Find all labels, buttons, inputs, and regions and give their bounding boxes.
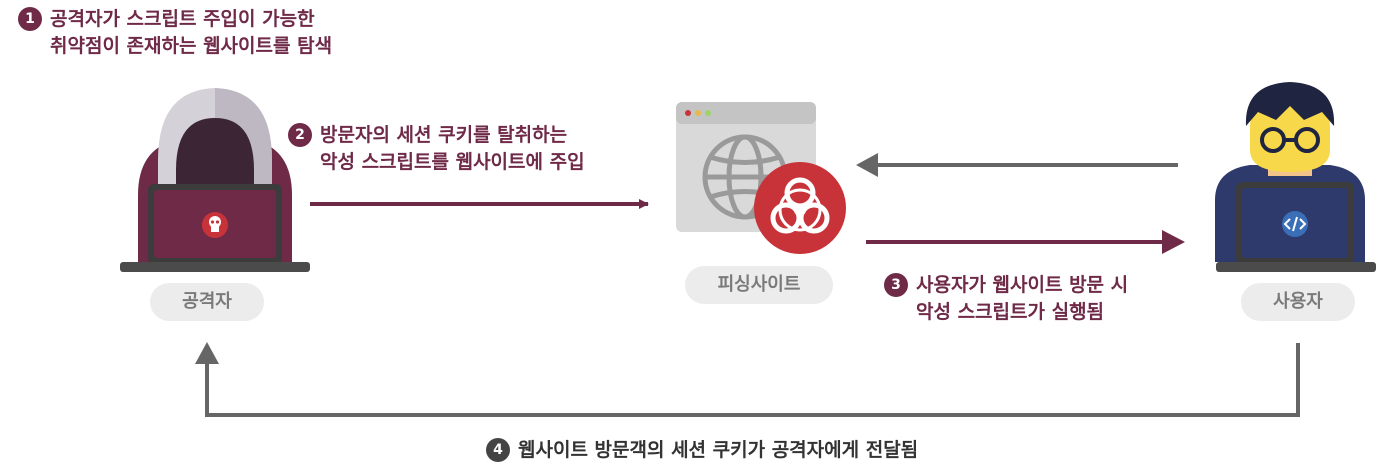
step-3-line-2: 악성 스크립트가 실행됨 [916,301,1105,323]
user-icon [1215,82,1376,272]
step-3-number: 3 [884,273,908,297]
step-1-number: 1 [18,7,42,31]
step-3-line-1: 사용자가 웹사이트 방문 시 [916,274,1129,296]
step-2-line-1: 방문자의 세션 쿠키를 탈취하는 [320,124,568,146]
phishing-site-label: 피싱사이트 [685,266,833,304]
step-1-line-2: 취약점이 존재하는 웹사이트를 탐색 [50,35,333,57]
step-4-number: 4 [486,438,510,462]
attacker-label: 공격자 [150,283,264,321]
user-label: 사용자 [1241,283,1355,321]
step-1: 1 공격자가 스크립트 주입이 가능한 취약점이 존재하는 웹사이트를 탐색 [18,6,332,60]
step-2: 2 방문자의 세션 쿠키를 탈취하는 악성 스크립트를 웹사이트에 주입 [288,122,585,176]
step-3: 3 사용자가 웹사이트 방문 시 악성 스크립트가 실행됨 [884,272,1128,326]
arrow-cookie-return [205,343,1300,417]
biohazard-icon [754,162,846,254]
step-4: 4 웹사이트 방문객의 세션 쿠키가 공격자에게 전달됨 [486,437,918,464]
step-2-number: 2 [288,123,312,147]
step-1-line-1: 공격자가 스크립트 주입이 가능한 [50,8,315,30]
step-4-line-1: 웹사이트 방문객의 세션 쿠키가 공격자에게 전달됨 [518,439,919,461]
step-2-line-2: 악성 스크립트를 웹사이트에 주입 [320,151,585,173]
attacker-icon [120,88,310,272]
